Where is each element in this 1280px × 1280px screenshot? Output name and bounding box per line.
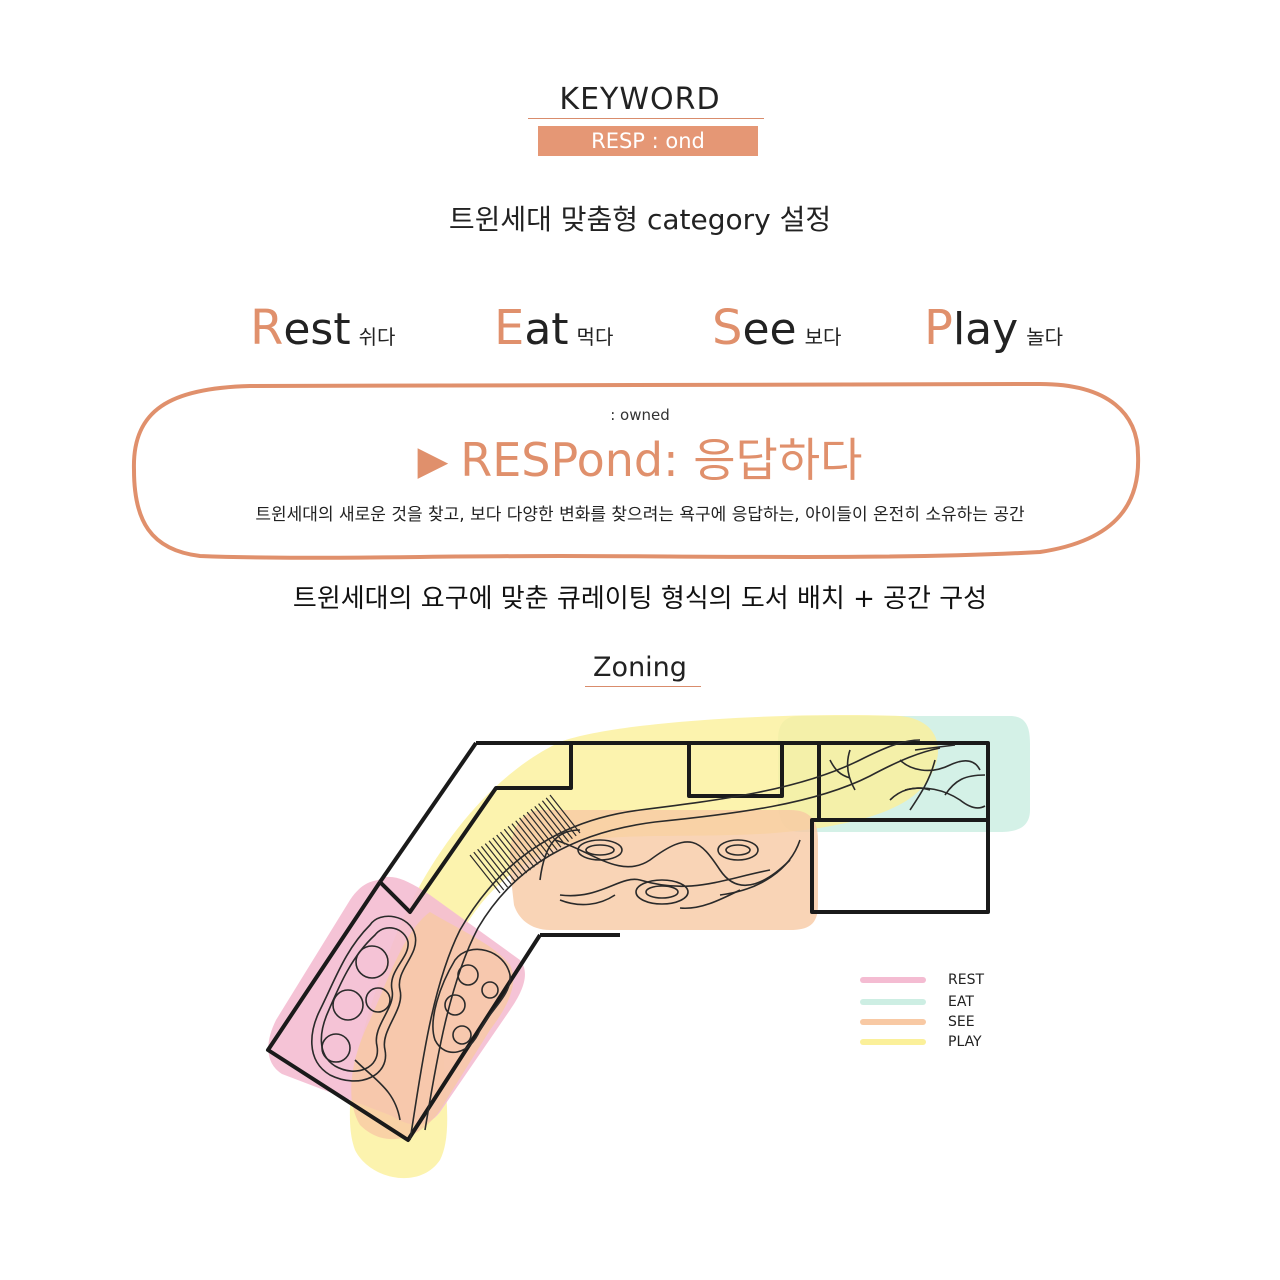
zone-highlights [268, 715, 1030, 1179]
keyword-tag: RESP : ond [538, 126, 758, 156]
shelf-line [538, 803, 570, 842]
shelf-line [473, 851, 505, 891]
bookshelf-hatching [469, 794, 581, 894]
shelf-line [503, 828, 535, 868]
word-rest: Rest 쉬다 [250, 300, 395, 356]
shelf-line [496, 834, 528, 874]
shelf-line [507, 826, 539, 865]
shelf-line [500, 831, 531, 871]
legend-label-rest: REST [948, 972, 985, 988]
legend-swatch-rest [860, 977, 926, 983]
legend-swatch-eat [860, 999, 926, 1005]
word-rest-initial: R [250, 300, 284, 356]
legend-label-eat: EAT [948, 994, 974, 1010]
word-play: Play 놀다 [924, 300, 1063, 356]
legend-swatch-see [860, 1019, 926, 1025]
word-play-remainder: lay [952, 304, 1019, 355]
shelf-line [480, 846, 512, 885]
circulation-curves [409, 739, 941, 1141]
legend-label-see: SEE [948, 1014, 975, 1030]
word-see-initial: S [712, 300, 743, 356]
word-eat-remainder: at [524, 304, 569, 355]
category-heading: 트윈세대 맞춤형 category 설정 [448, 203, 832, 236]
shelf-line [515, 820, 547, 860]
shelf-line [484, 843, 516, 882]
word-see-remainder: ee [742, 304, 797, 355]
shelf-line [530, 808, 562, 848]
word-play-initial: P [924, 300, 953, 356]
legend-swatch-play [860, 1039, 926, 1045]
word-play-korean: 놀다 [1026, 325, 1063, 349]
word-rest-korean: 쉬다 [358, 325, 396, 349]
word-eat-korean: 먹다 [576, 325, 614, 349]
owned-note: : owned [610, 406, 670, 424]
shelf-line [549, 794, 581, 834]
play-triangle-icon: ▶ [417, 438, 449, 484]
keyword-title: KEYWORD [559, 82, 721, 117]
shelf-line [488, 840, 520, 880]
word-rest-remainder: est [283, 304, 351, 355]
respond-title-text: RESPond: 응답하다 [460, 433, 863, 487]
word-see-korean: 보다 [804, 325, 842, 349]
zoning-title: Zoning [593, 652, 687, 683]
shelf-line [511, 823, 543, 862]
rest-seating [311, 915, 511, 1121]
shelf-line [519, 817, 550, 857]
shelf-line [492, 837, 524, 877]
keyword-underline [528, 118, 764, 119]
shelf-line [526, 811, 558, 851]
word-eat-initial: E [494, 300, 525, 356]
eat-branches [829, 744, 986, 811]
legend-label-play: PLAY [948, 1034, 982, 1050]
respond-title: ▶RESPond: 응답하다 [0, 424, 1280, 490]
shelf-line [477, 848, 509, 888]
zone-see [351, 810, 818, 1140]
shelf-line [541, 800, 573, 840]
shelf-line [522, 814, 554, 854]
shelf-line [534, 806, 566, 845]
word-eat: Eat 먹다 [494, 300, 613, 356]
word-see: See 보다 [712, 300, 841, 356]
zoning-underline [585, 686, 701, 687]
curation-statement: 트윈세대의 요구에 맞춘 큐레이팅 형식의 도서 배치 + 공간 구성 [292, 584, 988, 614]
shelf-line [545, 797, 577, 837]
respond-description: 트윈세대의 새로운 것을 찾고, 보다 다양한 변화를 찾으려는 욕구에 응답하… [255, 505, 1025, 525]
see-seating [559, 839, 759, 910]
shelf-line [469, 854, 501, 894]
